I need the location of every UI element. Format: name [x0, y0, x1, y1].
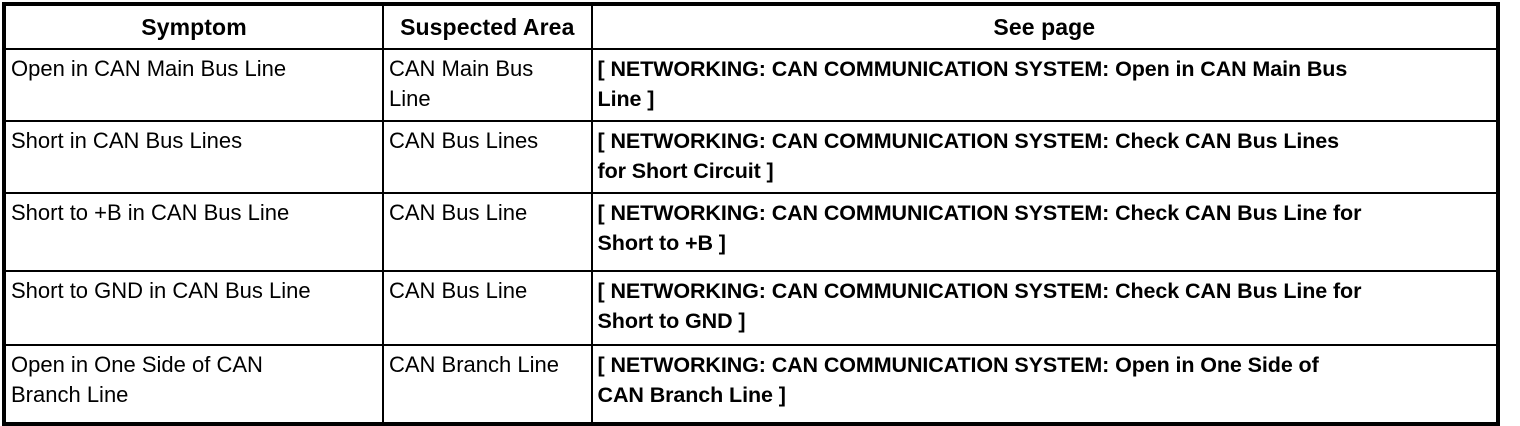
cell-symptom: Short to GND in CAN Bus Line [3, 270, 384, 346]
column-header-symptom-label: Symptom [141, 14, 247, 40]
table-row: Open in One Side of CAN Branch Line CAN … [3, 344, 1500, 425]
column-header-symptom: Symptom [3, 3, 384, 50]
table-header-row: Symptom Suspected Area See page [3, 3, 1500, 50]
cell-see-page: [ NETWORKING: CAN COMMUNICATION SYSTEM: … [590, 48, 1500, 122]
column-header-see-page: See page [590, 3, 1500, 50]
cell-see-page: [ NETWORKING: CAN COMMUNICATION SYSTEM: … [590, 192, 1500, 272]
suspected-area-text: CAN Bus Line [389, 278, 528, 303]
column-header-see-page-label: See page [993, 14, 1096, 40]
column-header-suspected-area-label: Suspected Area [400, 14, 575, 40]
cell-symptom: Open in One Side of CAN Branch Line [3, 344, 384, 425]
cell-see-page: [ NETWORKING: CAN COMMUNICATION SYSTEM: … [590, 344, 1500, 425]
table-header: Symptom Suspected Area See page [3, 3, 1500, 50]
cell-suspected-area: CAN Bus Line [382, 192, 593, 272]
table-row: Open in CAN Main Bus Line CAN Main Bus L… [3, 48, 1500, 122]
cell-suspected-area: CAN Bus Lines [382, 120, 593, 194]
suspected-area-text: CAN Branch Line [389, 352, 559, 377]
symptom-text: Open in One Side of CAN Branch Line [11, 352, 263, 407]
see-page-reference: [ NETWORKING: CAN COMMUNICATION SYSTEM: … [597, 57, 1348, 111]
suspected-area-text: CAN Bus Lines [389, 128, 539, 153]
symptom-text: Open in CAN Main Bus Line [11, 56, 287, 81]
symptom-text: Short in CAN Bus Lines [11, 128, 243, 153]
table-row: Short in CAN Bus Lines CAN Bus Lines [ N… [3, 120, 1500, 194]
cell-symptom: Short to +B in CAN Bus Line [3, 192, 384, 272]
see-page-reference: [ NETWORKING: CAN COMMUNICATION SYSTEM: … [597, 201, 1362, 255]
table-body: Open in CAN Main Bus Line CAN Main Bus L… [3, 48, 1500, 425]
suspected-area-text: CAN Bus Line [389, 200, 528, 225]
symptom-text: Short to GND in CAN Bus Line [11, 278, 311, 303]
see-page-reference: [ NETWORKING: CAN COMMUNICATION SYSTEM: … [597, 279, 1362, 333]
cell-suspected-area: CAN Main Bus Line [382, 48, 593, 122]
cell-symptom: Short in CAN Bus Lines [3, 120, 384, 194]
see-page-reference: [ NETWORKING: CAN COMMUNICATION SYSTEM: … [597, 129, 1340, 183]
see-page-reference: [ NETWORKING: CAN COMMUNICATION SYSTEM: … [597, 353, 1319, 407]
cell-suspected-area: CAN Branch Line [382, 344, 593, 425]
cell-see-page: [ NETWORKING: CAN COMMUNICATION SYSTEM: … [590, 120, 1500, 194]
cell-symptom: Open in CAN Main Bus Line [3, 48, 384, 122]
cell-see-page: [ NETWORKING: CAN COMMUNICATION SYSTEM: … [590, 270, 1500, 346]
suspected-area-text: CAN Main Bus Line [389, 56, 534, 111]
column-header-suspected-area: Suspected Area [382, 3, 593, 50]
table-row: Short to +B in CAN Bus Line CAN Bus Line… [3, 192, 1500, 272]
cell-suspected-area: CAN Bus Line [382, 270, 593, 346]
symptom-text: Short to +B in CAN Bus Line [11, 200, 290, 225]
table-row: Short to GND in CAN Bus Line CAN Bus Lin… [3, 270, 1500, 346]
